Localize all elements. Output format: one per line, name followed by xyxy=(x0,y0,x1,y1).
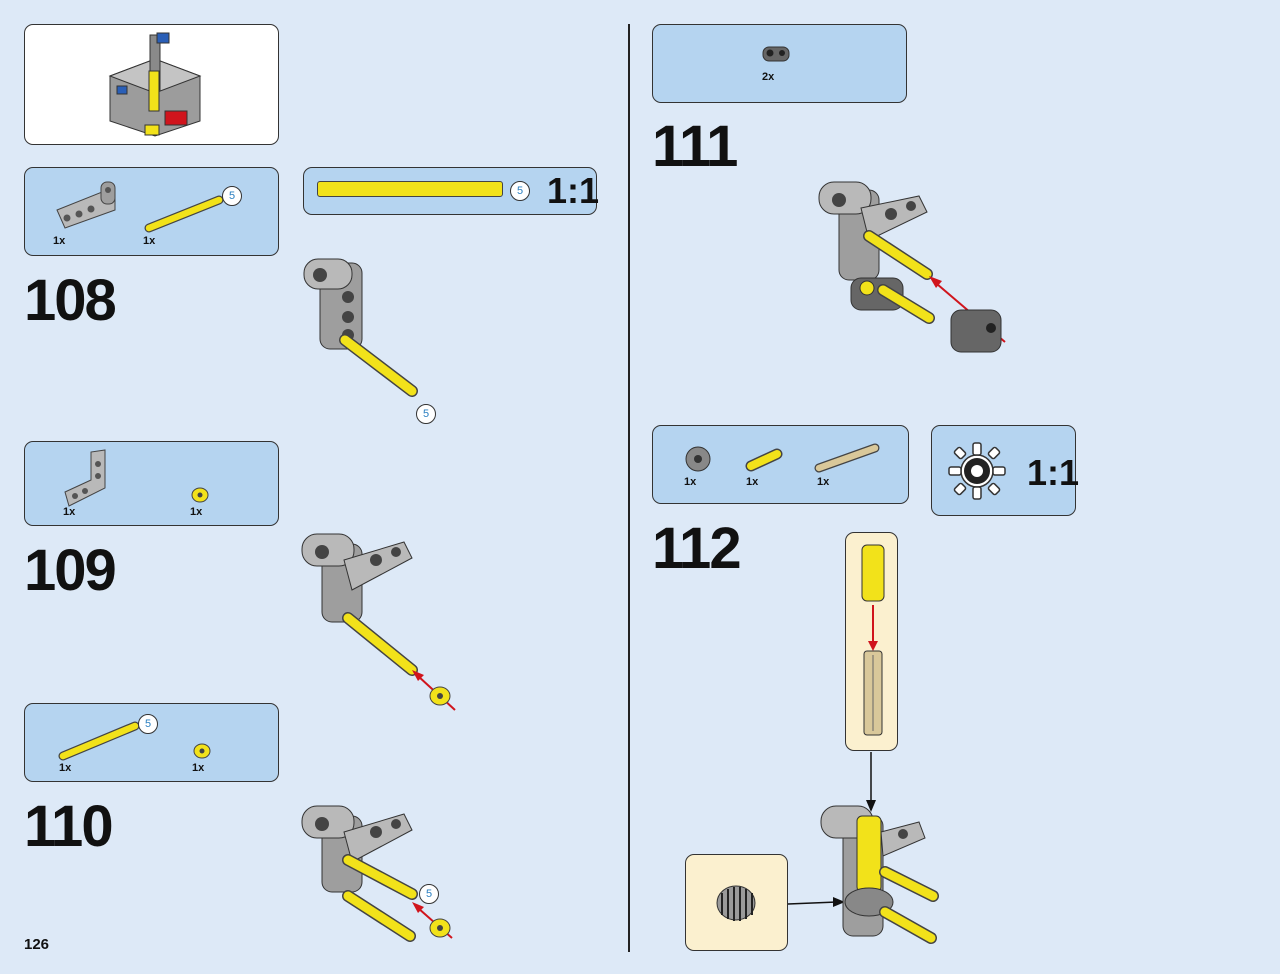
step-109-part-1-qty: 1x xyxy=(63,506,76,518)
scale-axle-bar xyxy=(317,181,503,197)
yellow-axle-part-icon xyxy=(144,195,224,233)
gear-scale-label: 1:1 xyxy=(1027,452,1080,493)
tan-axle-part-icon xyxy=(814,443,880,473)
step-108-parts-box: 1x 5 1x xyxy=(24,167,279,256)
step-108-part-2-length-badge: 5 xyxy=(222,186,242,206)
gear-scale-icon xyxy=(948,442,1006,500)
angled-beam-part-icon xyxy=(64,449,106,507)
scale-1-1-axle-box: 5 1:1 xyxy=(303,167,600,215)
step-112-assembly-image xyxy=(787,752,939,944)
step-112-parts-box: 1x 1x 1x xyxy=(652,425,909,504)
step-108-part-2-qty: 1x xyxy=(143,235,156,247)
step-109-parts-box: 1x 1x xyxy=(24,441,279,526)
step-111-assembly-image xyxy=(818,181,1006,353)
step-109-part-2-qty: 1x xyxy=(190,506,203,518)
scale-label: 1:1 xyxy=(547,170,600,211)
step-108-part-1-qty: 1x xyxy=(53,235,66,247)
column-divider xyxy=(628,24,630,952)
yellow-axle-connector-part-icon xyxy=(745,448,783,472)
model-preview-box xyxy=(24,24,279,145)
step-112-part-3-qty: 1x xyxy=(817,476,830,488)
step-110-part-2-qty: 1x xyxy=(192,762,205,774)
scale-1-1-gear-box: 1:1 xyxy=(931,425,1080,516)
sub-assembly-callout xyxy=(845,532,898,751)
step-109-number: 109 xyxy=(24,538,117,603)
step-108-assembly-image xyxy=(303,258,418,397)
yellow-bush-part-icon xyxy=(191,487,209,503)
step-110-axle-length-badge: 5 xyxy=(419,884,439,904)
yellow-bush-part-icon xyxy=(193,743,211,759)
page-number: 126 xyxy=(24,936,50,953)
step-110-number: 110 xyxy=(24,794,114,859)
step-111-part-1-qty: 2x xyxy=(762,71,775,83)
scale-axle-length-badge: 5 xyxy=(510,181,530,201)
gear-part-icon xyxy=(685,446,711,472)
gear-icon xyxy=(716,885,756,921)
step-111-number: 111 xyxy=(652,114,738,179)
l-beam-part-icon xyxy=(56,181,116,229)
connector-part-icon xyxy=(762,46,790,62)
step-110-assembly-image xyxy=(301,805,453,942)
step-112-part-2-qty: 1x xyxy=(746,476,759,488)
gear-callout xyxy=(685,854,788,951)
step-112-number: 112 xyxy=(652,516,742,581)
step-109-assembly-image xyxy=(301,533,456,711)
sub-assembly-image xyxy=(861,544,885,736)
step-112-part-1-qty: 1x xyxy=(684,476,697,488)
step-110-part-1-length-badge: 5 xyxy=(138,714,158,734)
yellow-axle-part-icon xyxy=(58,721,140,761)
step-110-parts-box: 5 1x 1x xyxy=(24,703,279,782)
step-108-axle-length-badge: 5 xyxy=(416,404,436,424)
model-preview-image xyxy=(108,32,202,137)
step-110-part-1-qty: 1x xyxy=(59,762,72,774)
step-108-number: 108 xyxy=(24,268,117,333)
step-111-parts-box: 2x xyxy=(652,24,907,103)
